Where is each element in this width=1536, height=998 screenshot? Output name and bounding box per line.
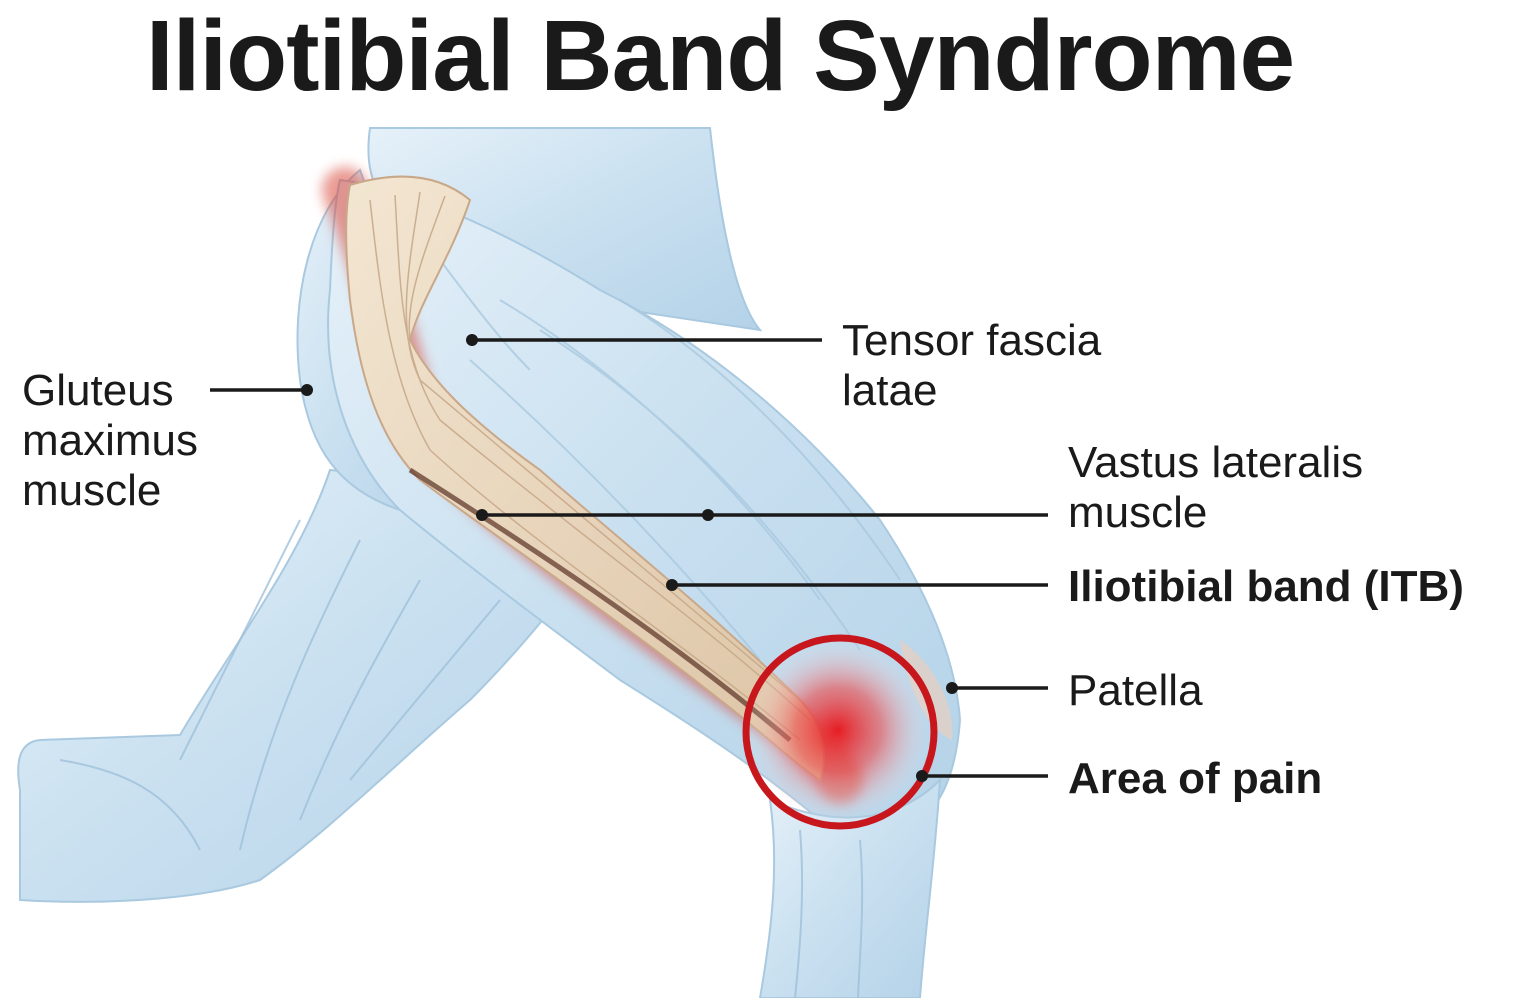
band-fibers xyxy=(369,191,811,741)
label-vastus-line2: muscle xyxy=(1068,488,1208,537)
dot-itb xyxy=(666,579,678,591)
pain-circle xyxy=(742,634,938,830)
label-patella: Patella xyxy=(1068,666,1203,715)
label-gluteus-line1: Gluteus xyxy=(22,366,174,415)
dot-pain xyxy=(916,770,928,782)
label-gluteus-maximus: Gluteus maximus muscle xyxy=(22,366,198,516)
pain-glow xyxy=(743,635,933,825)
dot-patella xyxy=(946,682,958,694)
dot-vastus-2 xyxy=(702,509,714,521)
back-leg-fibers xyxy=(59,519,501,851)
label-gluteus-line2: maximus xyxy=(22,416,199,465)
shin-fibers xyxy=(794,829,864,998)
label-iliotibial-band: Iliotibial band (ITB) xyxy=(1068,562,1464,611)
diagram-title: Iliotibial Band Syndrome xyxy=(145,0,1295,112)
label-tensor-line2: latae xyxy=(842,366,938,415)
dot-vastus-1 xyxy=(476,509,488,521)
label-gluteus-line3: muscle xyxy=(22,466,162,515)
thigh-fibers xyxy=(439,259,901,661)
leader-lines xyxy=(210,338,1048,778)
label-vastus-line1: Vastus lateralis xyxy=(1068,438,1364,487)
leader-dots xyxy=(301,334,958,782)
dot-tensor xyxy=(466,334,478,346)
label-vastus-lateralis: Vastus lateralis muscle xyxy=(1068,438,1363,538)
band-dark-edge xyxy=(408,467,792,742)
label-area-of-pain: Area of pain xyxy=(1068,754,1323,803)
dot-gluteus xyxy=(301,384,313,396)
label-tensor-fascia-latae: Tensor fascia latae xyxy=(842,316,1101,416)
label-tensor-line1: Tensor fascia xyxy=(842,316,1102,365)
